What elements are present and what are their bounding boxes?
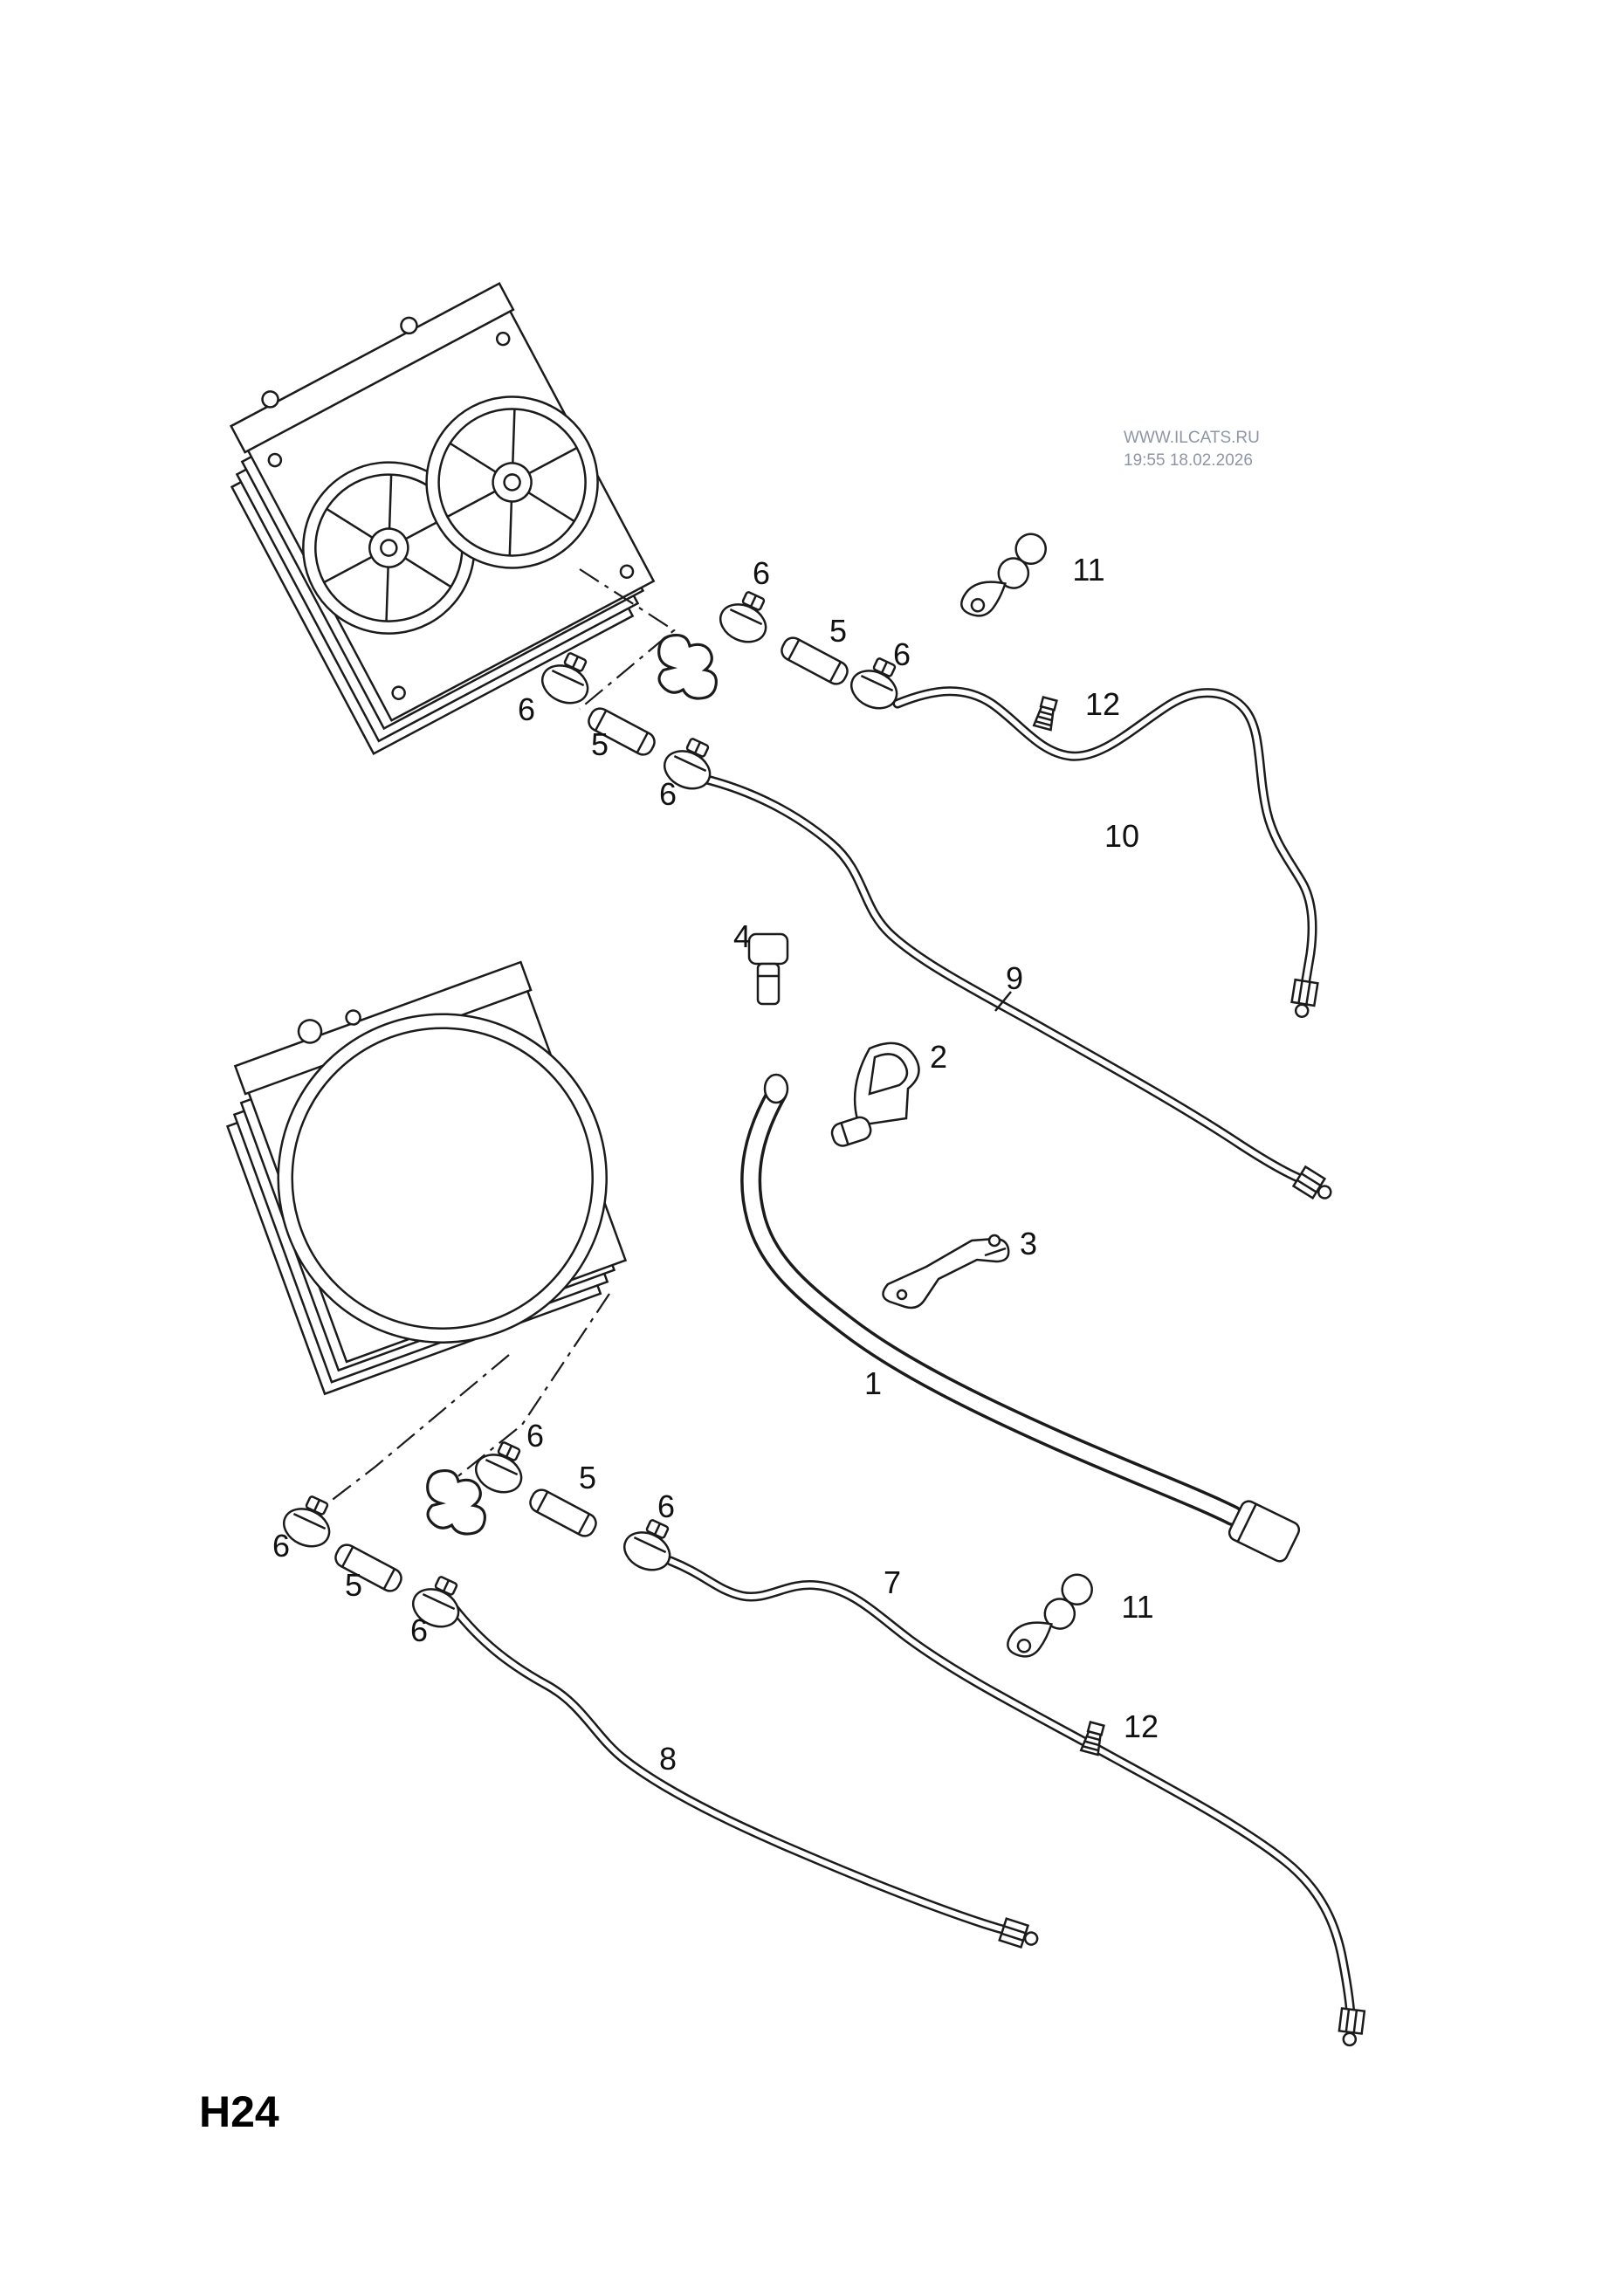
pipe-7 — [665, 1556, 1366, 2048]
fan-right-icon — [425, 395, 599, 569]
radiator-single-fan — [225, 960, 628, 1396]
part-3-bracket — [882, 1234, 1010, 1310]
pipe-bracket-icon — [1004, 1560, 1097, 1671]
page-label: H24 — [199, 2087, 279, 2136]
hose-segment-icon — [584, 704, 659, 760]
clamp-hose-chain-lower-a — [426, 1434, 683, 1578]
clamp-hose-chain-upper-a — [712, 584, 910, 717]
pipe-10 — [892, 686, 1319, 1020]
construction-lines — [306, 568, 676, 1520]
flare-nut-icon — [1336, 2007, 1366, 2048]
watermark-line2: 19:55 18.02.2026 — [1124, 450, 1253, 470]
hose-clamp-icon — [616, 1512, 683, 1578]
hose-clamp-icon — [657, 731, 723, 797]
fan-shroud-icon — [277, 1013, 608, 1344]
leader-line — [984, 1247, 1007, 1257]
clip-pair-icon — [657, 633, 718, 700]
hose-clamp-icon — [405, 1569, 471, 1635]
pipe-bracket-icon — [958, 519, 1050, 630]
clip-pair-icon — [426, 1468, 486, 1536]
hose-segment-icon — [777, 633, 852, 689]
radiator-twin-fan — [229, 281, 656, 756]
clamp-hose-chain-upper-b — [534, 633, 723, 797]
flare-nut-icon — [1288, 978, 1319, 1020]
bolt-icon — [1032, 695, 1060, 732]
flare-nut-icon — [998, 1917, 1042, 1953]
watermark-line1: WWW.ILCATS.RU — [1124, 429, 1260, 447]
hose-clamp-icon — [276, 1488, 342, 1555]
hose-clamp-icon — [712, 584, 779, 650]
pipe-9 — [698, 773, 1338, 1206]
part-2-bracket — [830, 1041, 920, 1147]
flare-nut-icon — [1292, 1165, 1338, 1206]
part-4-plug — [747, 932, 789, 1006]
hose-segment-icon — [526, 1485, 601, 1541]
hose-1 — [740, 1073, 1301, 1563]
pipe-8 — [449, 1603, 1042, 1953]
leader-line — [994, 991, 1012, 1012]
watermark: WWW.ILCATS.RU 19:55 18.02.2026 — [1124, 427, 1260, 471]
hose-segment-icon — [331, 1540, 406, 1596]
